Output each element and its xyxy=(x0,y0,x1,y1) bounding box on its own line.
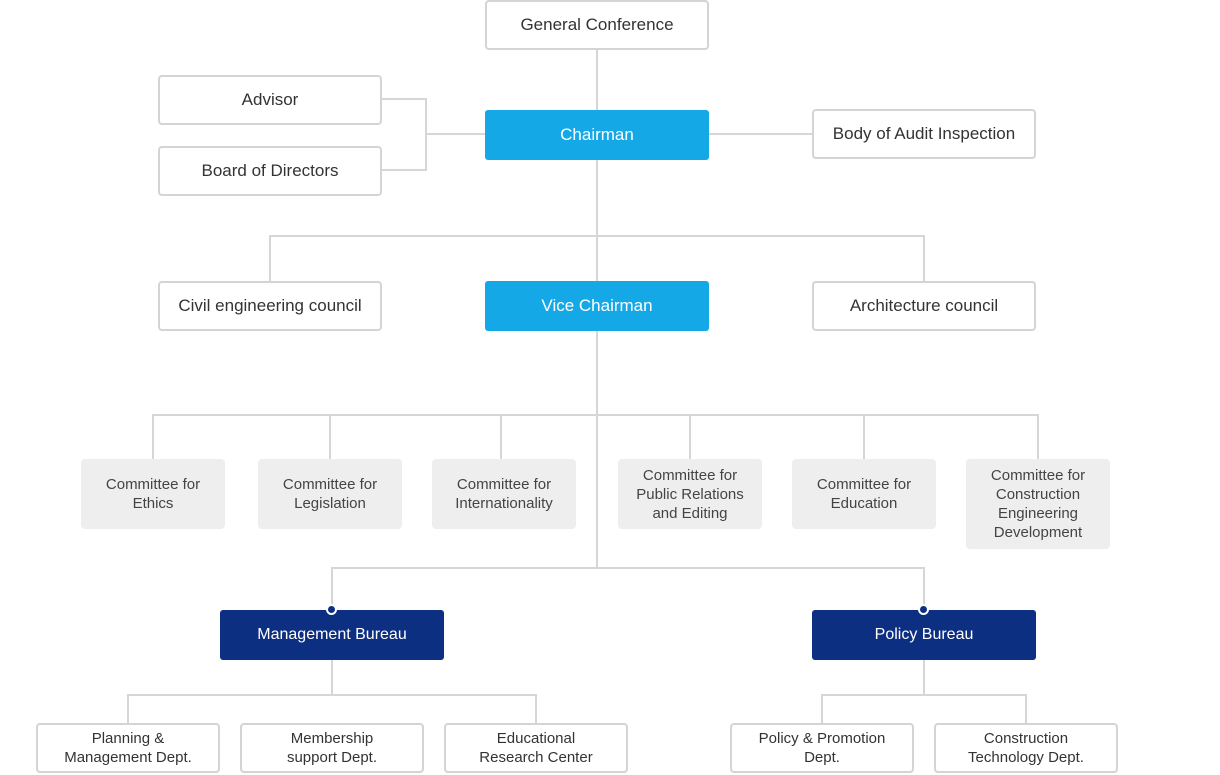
policy-bureau-node[interactable]: Policy Bureau xyxy=(812,610,1036,660)
educational-research-center-node[interactable]: Educational Research Center xyxy=(444,723,628,773)
connector-line xyxy=(500,414,502,460)
connector-line xyxy=(821,694,1027,696)
committee-construction-engineering-node[interactable]: Committee for Construction Engineering D… xyxy=(966,459,1110,549)
connector-line xyxy=(127,694,537,696)
connector-dot xyxy=(918,604,929,615)
connector-line xyxy=(331,567,333,611)
general-conference-node[interactable]: General Conference xyxy=(485,0,709,50)
connector-line xyxy=(331,567,925,569)
connector-line xyxy=(331,659,333,695)
connector-line xyxy=(127,694,129,724)
connector-line xyxy=(1025,694,1027,724)
committee-public-relations-node[interactable]: Committee for Public Relations and Editi… xyxy=(618,459,762,529)
connector-line xyxy=(923,235,925,282)
advisor-node[interactable]: Advisor xyxy=(158,75,382,125)
connector-line xyxy=(1037,414,1039,460)
committee-education-node[interactable]: Committee for Education xyxy=(792,459,936,529)
policy-promotion-dept-node[interactable]: Policy & Promotion Dept. xyxy=(730,723,914,773)
connector-dot xyxy=(326,604,337,615)
connector-line xyxy=(535,694,537,724)
connector-line xyxy=(425,133,486,135)
connector-line xyxy=(152,414,154,460)
architecture-council-node[interactable]: Architecture council xyxy=(812,281,1036,331)
membership-support-dept-node[interactable]: Membership support Dept. xyxy=(240,723,424,773)
connector-line xyxy=(923,567,925,611)
chairman-node[interactable]: Chairman xyxy=(485,110,709,160)
connector-line xyxy=(708,133,814,135)
connector-line xyxy=(381,98,427,100)
connector-line xyxy=(863,414,865,460)
connector-line xyxy=(689,414,691,460)
connector-line xyxy=(381,169,427,171)
construction-technology-dept-node[interactable]: Construction Technology Dept. xyxy=(934,723,1118,773)
connector-line xyxy=(269,235,925,237)
committee-legislation-node[interactable]: Committee for Legislation xyxy=(258,459,402,529)
body-of-audit-node[interactable]: Body of Audit Inspection xyxy=(812,109,1036,159)
civil-engineering-council-node[interactable]: Civil engineering council xyxy=(158,281,382,331)
vice-chairman-node[interactable]: Vice Chairman xyxy=(485,281,709,331)
connector-line xyxy=(152,414,1039,416)
committee-ethics-node[interactable]: Committee for Ethics xyxy=(81,459,225,529)
board-of-directors-node[interactable]: Board of Directors xyxy=(158,146,382,196)
planning-management-dept-node[interactable]: Planning & Management Dept. xyxy=(36,723,220,773)
connector-line xyxy=(923,659,925,695)
connector-line xyxy=(329,414,331,460)
connector-line xyxy=(821,694,823,724)
management-bureau-node[interactable]: Management Bureau xyxy=(220,610,444,660)
connector-line xyxy=(269,235,271,282)
committee-internationality-node[interactable]: Committee for Internationality xyxy=(432,459,576,529)
